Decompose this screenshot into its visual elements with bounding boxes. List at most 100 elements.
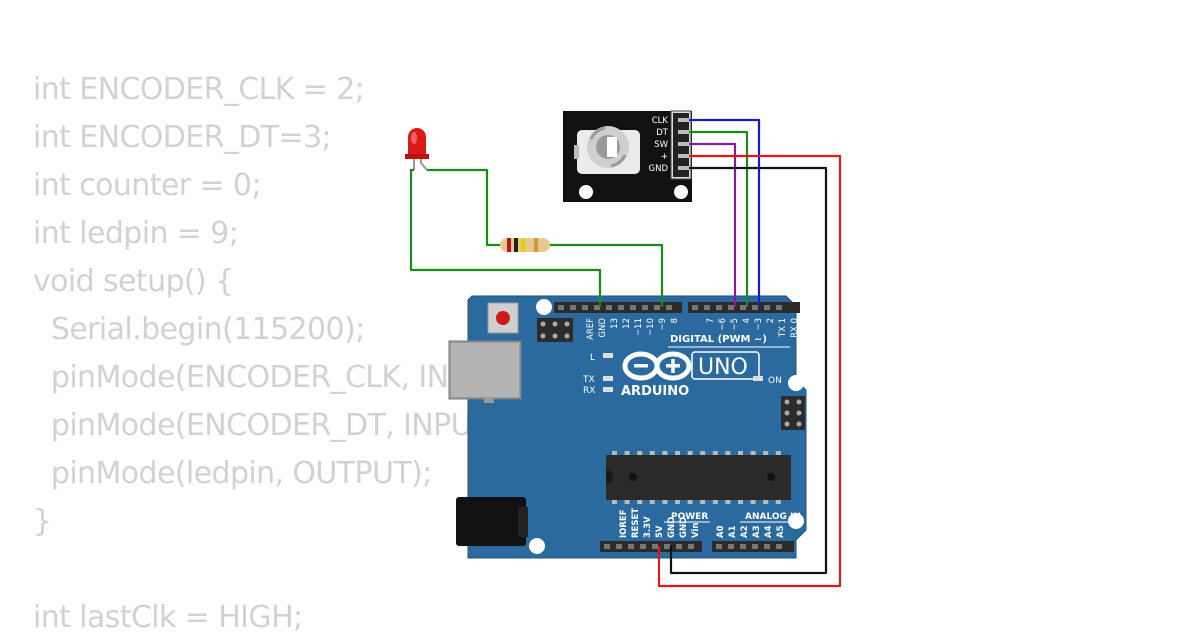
header-pin[interactable] (740, 544, 746, 549)
digital-pin-label: RX 0 (790, 318, 800, 338)
reset-button[interactable] (487, 302, 519, 334)
code-line: pinMode(ledpin, OUTPUT); (33, 456, 432, 491)
encoder-pin-label: DT (656, 128, 669, 138)
code-line: void setup() { (33, 264, 234, 299)
header-pin[interactable] (764, 305, 770, 310)
wire-sw (689, 142, 737, 307)
analog-pin-label: A3 (752, 525, 762, 538)
analog-pin-label: A4 (764, 525, 774, 538)
header-pin[interactable] (692, 305, 698, 310)
header-pin[interactable] (558, 305, 564, 310)
encoder-pin-label: SW (654, 140, 668, 150)
power-pin-label: GND (679, 517, 689, 538)
usb-port (448, 340, 522, 403)
header-pin[interactable] (628, 544, 634, 549)
power-header (600, 541, 794, 552)
header-pin[interactable] (752, 544, 758, 549)
encoder-pin-label: GND (649, 164, 669, 174)
encoder-pin[interactable] (678, 118, 691, 122)
header-pin[interactable] (752, 305, 758, 310)
header-pin[interactable] (616, 544, 622, 549)
tx-led-label: TX (582, 375, 595, 385)
encoder-pin[interactable] (678, 130, 691, 134)
digital-pin-label: GND (598, 318, 608, 338)
code-line: int ENCODER_DT=3; (33, 120, 332, 155)
analog-pin-label: A0 (716, 525, 726, 538)
atmega-chip (606, 451, 791, 504)
tx-led (603, 376, 613, 381)
digital-header (554, 302, 800, 313)
digital-pin-label: 2 (766, 318, 776, 323)
header-pin[interactable] (716, 544, 722, 549)
header-pin[interactable] (604, 544, 610, 549)
header-pin[interactable] (630, 305, 636, 310)
mounting-hole (579, 185, 593, 199)
header-pin[interactable] (618, 305, 624, 310)
header-pin[interactable] (704, 305, 710, 310)
power-pin-label: 3.3V (643, 516, 653, 538)
header-pin[interactable] (676, 544, 682, 549)
header-pin[interactable] (652, 544, 658, 549)
wire-dt (689, 130, 749, 307)
wire-vcc (657, 154, 842, 588)
header-pin[interactable] (764, 544, 770, 549)
header-pin[interactable] (776, 305, 782, 310)
header-pin[interactable] (740, 305, 746, 310)
digital-pin-label: 13 (610, 318, 620, 329)
digital-pin-label: ~6 (718, 318, 728, 331)
header-pin[interactable] (570, 305, 576, 310)
header-pin[interactable] (642, 305, 648, 310)
digital-pin-label: ~10 (646, 318, 656, 336)
header-pin[interactable] (688, 544, 694, 549)
code-line: } (33, 504, 52, 539)
wire-gnd (669, 166, 828, 575)
wire-led-gnd (409, 168, 602, 307)
code-editor-overlay: int ENCODER_CLK = 2; int ENCODER_DT=3;int… (33, 66, 526, 642)
header-pin[interactable] (666, 305, 672, 310)
code-line: Serial.begin(115200); (33, 312, 365, 347)
on-led (753, 376, 763, 381)
l-led (603, 353, 613, 358)
header-pin[interactable] (654, 305, 660, 310)
header-pin[interactable] (640, 544, 646, 549)
digital-pin-label: 4 (742, 318, 752, 323)
analog-pin-label: A5 (776, 525, 786, 538)
model-label: UNO (698, 355, 748, 380)
header-pin[interactable] (728, 305, 734, 310)
code-line: int counter = 0; (33, 168, 261, 203)
digital-pin-label: ~3 (754, 318, 764, 331)
header-pin[interactable] (776, 544, 782, 549)
code-line: int ENCODER_CLK = 2; (33, 72, 365, 107)
digital-pin-label: 8 (670, 318, 680, 323)
rx-led-label: RX (583, 386, 595, 396)
icsp-header-right (781, 396, 805, 430)
rx-led (603, 387, 613, 392)
mounting-hole (788, 513, 804, 529)
header-pin[interactable] (594, 305, 600, 310)
digital-label: DIGITAL (PWM ~) (670, 334, 767, 345)
digital-pin-label: 7 (706, 318, 716, 323)
header-pin[interactable] (582, 305, 588, 310)
power-pin-label: GND (667, 517, 677, 538)
wire-led-anode (427, 168, 500, 247)
mounting-hole (536, 299, 552, 315)
code-line: int lastClk = HIGH; (33, 600, 303, 635)
red-led[interactable] (405, 128, 429, 171)
header-pin[interactable] (728, 544, 734, 549)
arduino-logo-icon (622, 351, 692, 381)
brand-label: ARDUINO (621, 384, 689, 399)
encoder-pin[interactable] (678, 142, 691, 146)
header-pin[interactable] (664, 544, 670, 549)
encoder-pin[interactable] (678, 154, 691, 158)
header-pin[interactable] (606, 305, 612, 310)
power-jack (456, 497, 528, 546)
mounting-hole (674, 185, 688, 199)
header-pin[interactable] (716, 305, 722, 310)
encoder-pin[interactable] (678, 166, 691, 170)
on-label: ON (768, 376, 782, 386)
